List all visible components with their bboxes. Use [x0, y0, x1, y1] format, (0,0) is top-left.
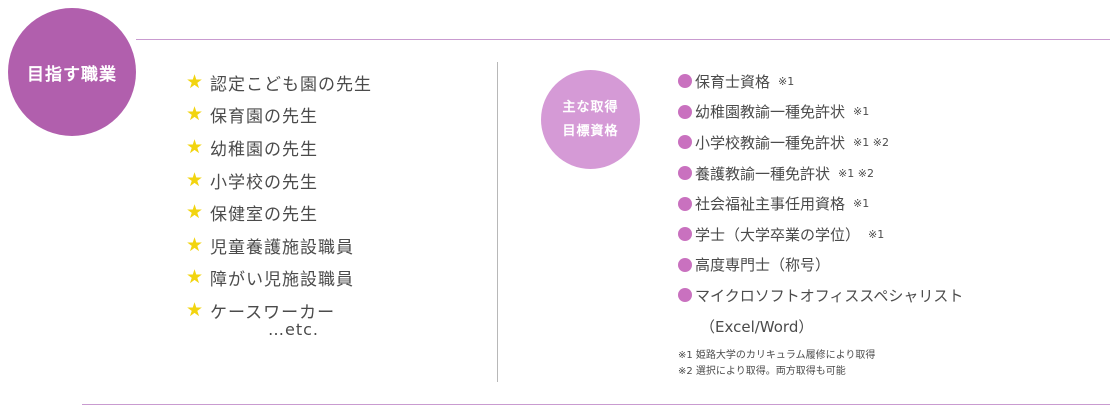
qualification-note: ※1 [868, 227, 885, 241]
career-item: ★ 保育園の先生 [186, 99, 372, 132]
qualification-label: 学士（大学卒業の学位） [695, 225, 861, 244]
qualification-item: マイクロソフトオフィススペシャリスト [678, 280, 963, 311]
career-item-label: 小学校の先生 [210, 172, 318, 193]
qualification-note: ※1 [853, 197, 870, 211]
qualification-item: 学士（大学卒業の学位） ※1 [678, 219, 963, 250]
star-icon: ★ [186, 168, 205, 191]
qualification-label: 幼稚園教諭一種免許状 [695, 103, 846, 122]
career-item: ★ 幼稚園の先生 [186, 131, 372, 164]
career-item: ★ 保健室の先生 [186, 196, 372, 229]
dot-icon [678, 166, 692, 181]
career-list: ★ 認定こども園の先生 ★ 保育園の先生 ★ 幼稚園の先生 ★ 小学校の先生 ★… [186, 66, 372, 327]
qualification-item: 社会福祉主事任用資格 ※1 [678, 188, 963, 219]
career-etc: …etc. [268, 320, 319, 339]
qualification-label: 養護教諭一種免許状 [695, 164, 831, 183]
qualification-label: 高度専門士（称号） [695, 256, 831, 275]
qualification-item: 保育士資格 ※1 [678, 66, 963, 97]
top-rule [136, 39, 1110, 40]
dot-icon [678, 288, 692, 303]
bottom-rule [82, 404, 1110, 405]
qualification-note: ※1 ※2 [853, 135, 889, 149]
star-icon: ★ [186, 266, 205, 289]
dot-icon [678, 104, 692, 119]
star-icon: ★ [186, 70, 205, 93]
star-icon: ★ [186, 298, 205, 321]
qualification-label: マイクロソフトオフィススペシャリスト [695, 286, 964, 305]
dot-icon [678, 74, 692, 89]
star-icon: ★ [186, 103, 205, 126]
career-badge: 目指す職業 [8, 8, 136, 136]
star-icon: ★ [186, 135, 205, 158]
dot-icon [678, 135, 692, 150]
qualification-item: 幼稚園教諭一種免許状 ※1 [678, 97, 963, 128]
dot-icon [678, 196, 692, 211]
footnotes: ※1 姫路大学のカリキュラム履修により取得 ※2 選択により取得。両方取得も可能 [678, 348, 875, 380]
career-item-label: 障がい児施設職員 [210, 270, 354, 291]
career-item-label: 保育園の先生 [210, 107, 318, 128]
qualification-list: 保育士資格 ※1 幼稚園教諭一種免許状 ※1 小学校教諭一種免許状 ※1 ※2 … [678, 66, 963, 311]
qualification-item: 小学校教諭一種免許状 ※1 ※2 [678, 127, 963, 158]
column-divider [497, 62, 498, 382]
qualification-label: 社会福祉主事任用資格 [695, 195, 846, 214]
career-item-label: 認定こども園の先生 [210, 74, 372, 95]
qualification-note: ※1 ※2 [838, 166, 874, 180]
qualification-badge: 主な取得 目標資格 [541, 70, 640, 169]
dot-icon [678, 257, 692, 272]
star-icon: ★ [186, 201, 205, 224]
dot-icon [678, 227, 692, 242]
career-item: ★ 小学校の先生 [186, 164, 372, 197]
career-item-label: 児童養護施設職員 [210, 237, 354, 258]
qualification-continuation: （Excel/Word） [700, 318, 814, 336]
star-icon: ★ [186, 233, 205, 256]
career-item-label: 保健室の先生 [210, 205, 318, 226]
footnote-2: ※2 選択により取得。両方取得も可能 [678, 366, 846, 377]
qualification-label: 保育士資格 [695, 72, 771, 91]
career-item: ★ 児童養護施設職員 [186, 229, 372, 262]
qualification-note: ※1 [853, 105, 870, 119]
career-item: ★ ケースワーカー [186, 294, 372, 327]
footnote-1: ※1 姫路大学のカリキュラム履修により取得 [678, 350, 876, 361]
career-item-label: 幼稚園の先生 [210, 139, 318, 160]
qualification-item: 高度専門士（称号） [678, 250, 963, 281]
career-item: ★ 認定こども園の先生 [186, 66, 372, 99]
qualification-badge-line1: 主な取得 [562, 99, 619, 115]
career-badge-label: 目指す職業 [27, 64, 117, 85]
qualification-item: 養護教諭一種免許状 ※1 ※2 [678, 158, 963, 189]
qualification-label: 小学校教諭一種免許状 [695, 133, 846, 152]
qualification-note: ※1 [778, 74, 795, 88]
qualification-badge-line2: 目標資格 [562, 123, 619, 139]
career-item-label: ケースワーカー [210, 302, 336, 323]
career-item: ★ 障がい児施設職員 [186, 262, 372, 295]
